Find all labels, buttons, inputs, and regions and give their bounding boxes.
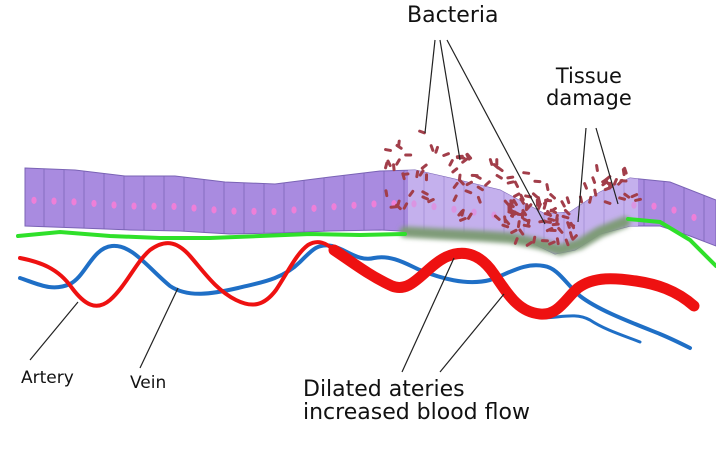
nucleus-icon bbox=[271, 208, 276, 215]
nucleus-icon bbox=[371, 200, 376, 207]
nucleus-icon bbox=[31, 197, 36, 204]
nucleus-icon bbox=[191, 204, 196, 211]
artery-label: Artery bbox=[21, 370, 74, 388]
nucleus-icon bbox=[131, 202, 136, 209]
nucleus-icon bbox=[151, 203, 156, 210]
tissue-damage-label-line-1: Tissue bbox=[546, 65, 632, 87]
nucleus-icon bbox=[251, 208, 256, 215]
nucleus-icon bbox=[171, 203, 176, 210]
nucleus-icon bbox=[211, 206, 216, 213]
nucleus-icon bbox=[291, 206, 296, 213]
bacterium-icon bbox=[448, 159, 454, 167]
bacterium-icon bbox=[549, 193, 557, 201]
nucleus-icon bbox=[351, 202, 356, 209]
nucleus-icon bbox=[671, 207, 676, 214]
bacterium-icon bbox=[434, 146, 439, 155]
bacterium-icon bbox=[471, 174, 479, 178]
bacterium-icon bbox=[512, 192, 520, 199]
nucleus-icon bbox=[111, 201, 116, 208]
nucleus-icon bbox=[311, 205, 316, 212]
bacterium-icon bbox=[536, 199, 539, 207]
nucleus-icon bbox=[411, 200, 416, 207]
bacterium-icon bbox=[404, 154, 412, 157]
bacterium-icon bbox=[488, 158, 493, 167]
pointer-vein bbox=[140, 288, 178, 368]
epithelium-layer bbox=[25, 150, 716, 260]
artery bbox=[20, 242, 334, 306]
bacteria-label-text: Bacteria bbox=[407, 4, 498, 27]
bacterium-icon bbox=[495, 173, 503, 180]
tissue-damage-label-line-2: damage bbox=[546, 87, 632, 109]
bacterium-icon bbox=[542, 202, 547, 211]
nucleus-icon bbox=[631, 202, 636, 209]
nucleus-icon bbox=[71, 198, 76, 205]
nucleus-icon bbox=[51, 198, 56, 205]
dilated-arteries-label-line-2: increased blood flow bbox=[303, 401, 530, 424]
bacterium-icon bbox=[451, 167, 459, 174]
nucleus-icon bbox=[331, 203, 336, 210]
bacterium-icon bbox=[442, 152, 451, 158]
bacteria-label: Bacteria bbox=[407, 4, 498, 27]
bacterium-icon bbox=[565, 196, 570, 205]
bacterium-icon bbox=[593, 188, 598, 196]
nucleus-icon bbox=[231, 208, 236, 215]
bacterium-icon bbox=[395, 158, 402, 166]
bacterium-icon bbox=[522, 171, 530, 175]
nucleus-icon bbox=[451, 206, 456, 213]
bacterium-icon bbox=[420, 163, 428, 170]
bacterium-icon bbox=[549, 229, 557, 232]
dilated-arteries-label-line-1: Dilated ateries bbox=[303, 378, 530, 401]
bacterium-icon bbox=[525, 203, 529, 211]
bacterium-icon bbox=[583, 182, 589, 191]
bacterium-icon bbox=[506, 180, 514, 185]
bacterium-icon bbox=[560, 200, 566, 208]
bacterium-icon bbox=[533, 180, 541, 184]
bacterium-icon bbox=[484, 180, 492, 188]
bacterium-icon bbox=[425, 173, 428, 181]
bacterium-icon bbox=[541, 239, 549, 242]
bacterium-icon bbox=[384, 148, 392, 152]
dilated-arteries-label: Dilated ateries increased blood flow bbox=[303, 378, 530, 424]
bacterium-icon bbox=[545, 183, 549, 191]
nucleus-icon bbox=[691, 214, 696, 221]
nucleus-icon bbox=[91, 200, 96, 207]
artery-label-text: Artery bbox=[21, 370, 74, 388]
nucleus-icon bbox=[431, 203, 436, 210]
bacterium-icon bbox=[429, 144, 435, 153]
nucleus-icon bbox=[651, 203, 656, 210]
bacterium-icon bbox=[392, 163, 396, 171]
vein-label-text: Vein bbox=[130, 375, 166, 393]
bacterium-icon bbox=[595, 164, 599, 172]
vein-label: Vein bbox=[130, 375, 166, 393]
bacterium-icon bbox=[506, 175, 514, 179]
bacterium-icon bbox=[591, 176, 597, 185]
pointer-dilated-2 bbox=[440, 294, 504, 372]
pointer-bacteria-1 bbox=[425, 40, 435, 133]
bacterium-icon bbox=[384, 161, 389, 170]
tissue-damage-label: Tissue damage bbox=[546, 65, 632, 109]
pointer-artery bbox=[30, 302, 78, 360]
